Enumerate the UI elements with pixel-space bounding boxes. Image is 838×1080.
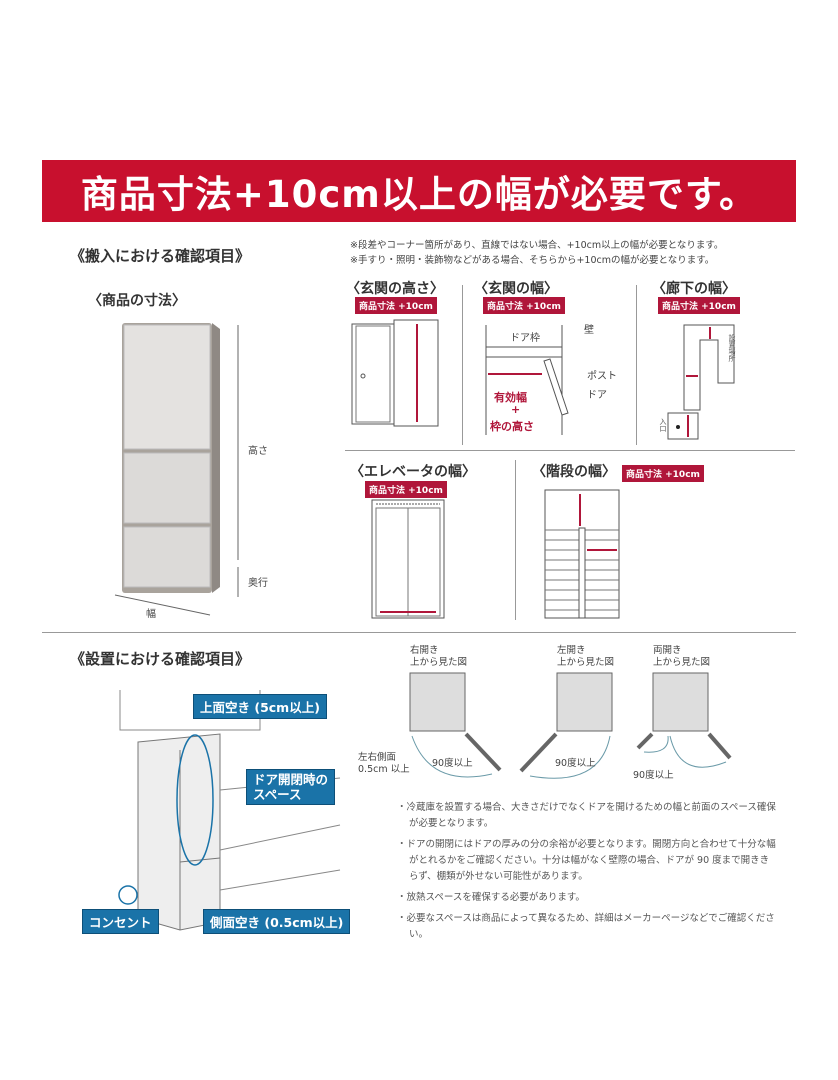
plus-label: + — [511, 403, 521, 416]
entrance-width-title: 〈玄関の幅〉 — [474, 281, 558, 297]
headline: 商品寸法+10cm以上の幅が必要です。 — [80, 173, 758, 216]
stairs-diagram — [544, 489, 620, 619]
width-label: 幅 — [146, 609, 156, 620]
install-illustration — [118, 690, 341, 931]
hallway-width-title: 〈廊下の幅〉 — [652, 281, 736, 297]
effective-width-label: 有効幅 — [494, 391, 527, 404]
door-type-right: 右開き上から見た図 — [410, 645, 468, 668]
post-label: ポスト — [587, 371, 617, 382]
angle-label-left: 90度以上 — [555, 758, 596, 769]
install-note: ・ドアの開閉にはドアの厚みの分の余裕が必要となります。開閉方向と合わせて十分な幅… — [397, 839, 776, 882]
install-note: ・放熱スペースを確保する必要があります。 — [397, 892, 585, 903]
entrance-height-diagram — [351, 319, 439, 427]
badge: 商品寸法 +10cm — [355, 297, 437, 314]
door-label: ドア — [587, 390, 607, 401]
headline-banner: 商品寸法+10cm以上の幅が必要です。 — [42, 160, 796, 222]
badge: 商品寸法 +10cm — [658, 297, 740, 314]
entrance-label: 入口 — [659, 418, 667, 432]
install-place-label: 設置場所 — [728, 334, 736, 362]
door-frame-label: ドア枠 — [510, 333, 540, 344]
section-divider — [42, 632, 796, 633]
divider — [636, 285, 637, 445]
divider — [462, 285, 463, 445]
height-label: 高さ — [248, 446, 268, 457]
elevator-diagram — [371, 499, 445, 619]
elevator-width-title: 〈エレベータの幅〉 — [350, 464, 476, 480]
install-note: ・冷蔵庫を設置する場合、大きさだけでなくドアを開けるための幅と前面のスペース確保… — [397, 802, 776, 829]
door-type-double: 両開き上から見た図 — [653, 645, 711, 668]
stairs-width-title: 〈階段の幅〉 — [532, 464, 616, 480]
hallway-diagram — [667, 324, 735, 440]
angle-label-right: 90度以上 — [432, 758, 473, 769]
top-gap-callout: 上面空き (5cm以上) — [193, 694, 327, 719]
depth-label: 奥行 — [248, 578, 268, 589]
install-heading: 《設置における確認項目》 — [70, 650, 251, 668]
divider — [515, 460, 516, 620]
badge: 商品寸法 +10cm — [365, 481, 447, 498]
outlet-callout: コンセント — [82, 909, 159, 934]
product-dims-title: 〈商品の寸法〉 — [88, 293, 186, 309]
frame-height-label: 枠の高さ — [490, 420, 534, 433]
side-gap-label: 左右側面 0.5cm 以上 — [358, 752, 410, 775]
wall-label: 壁 — [584, 325, 594, 336]
carry-in-heading: 《搬入における確認項目》 — [70, 247, 251, 265]
door-space-callout: ドア開閉時の スペース — [246, 769, 336, 805]
door-type-left: 左開き上から見た図 — [557, 645, 615, 668]
install-notes: ・冷蔵庫を設置する場合、大きさだけでなくドアを開けるための幅と前面のスペース確保… — [397, 800, 777, 943]
install-note: ・必要なスペースは商品によって異なるため、詳細はメーカーページなどでご確認くださ… — [397, 913, 775, 940]
badge: 商品寸法 +10cm — [622, 465, 704, 482]
carry-note-2: ※手すり・照明・装飾物などがある場合、そちらから+10cmの幅が必要となります。 — [350, 255, 715, 266]
angle-label-double: 90度以上 — [633, 770, 674, 781]
badge: 商品寸法 +10cm — [483, 297, 565, 314]
entrance-height-title: 〈玄関の高さ〉 — [346, 281, 444, 297]
divider — [345, 450, 795, 451]
door-opening-diagrams — [409, 672, 732, 779]
side-gap-callout: 側面空き (0.5cm以上) — [203, 909, 351, 934]
fridge-illustration — [114, 323, 239, 616]
entrance-width-diagram — [485, 325, 569, 435]
carry-note-1: ※段差やコーナー箇所があり、直線ではない場合、+10cm以上の幅が必要となります… — [350, 240, 724, 251]
